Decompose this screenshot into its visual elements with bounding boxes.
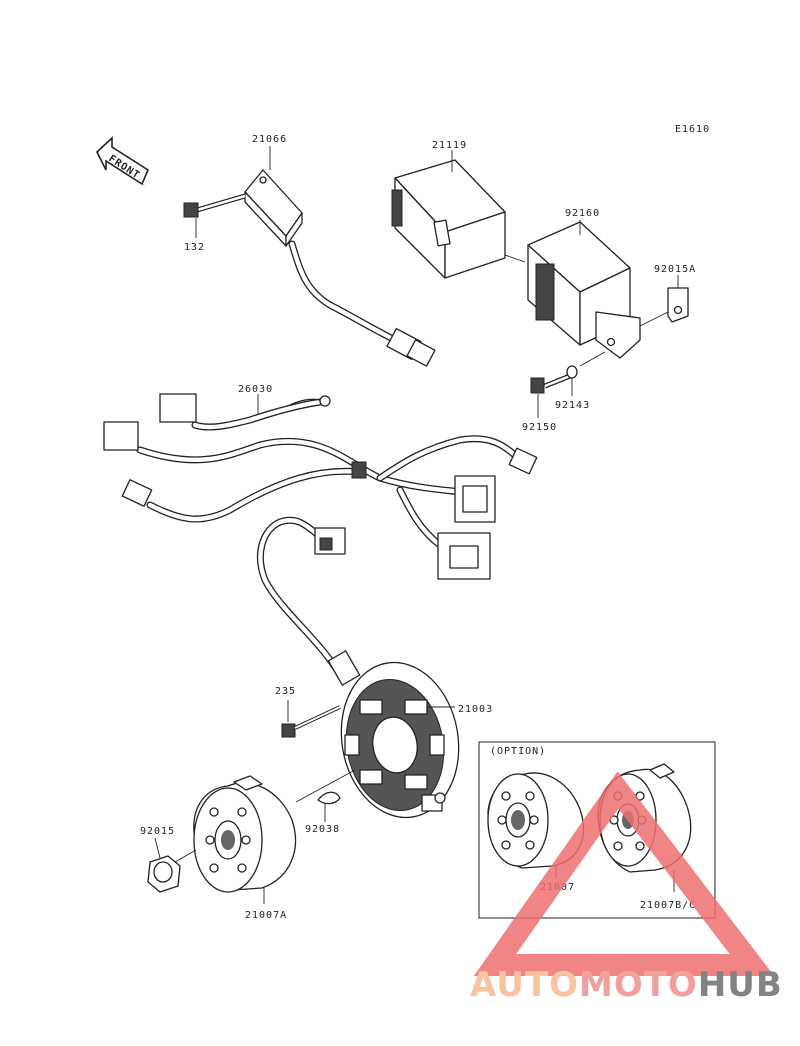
front-arrow-icon: FRONT (96, 136, 150, 186)
label-26030: 26030 (238, 384, 273, 395)
stator-lead-wire (256, 516, 346, 679)
nut-92015 (147, 855, 181, 893)
screw-235 (281, 705, 341, 738)
diagram-code: E1610 (675, 124, 710, 135)
label-21066: 21066 (252, 134, 287, 145)
part-21007-flywheel (487, 772, 584, 869)
label-92038: 92038 (305, 824, 340, 835)
svg-text:AUTOMOTOHUB: AUTOMOTOHUB (470, 965, 783, 1005)
watermark-moto: MOTO (579, 965, 698, 1005)
label-92150: 92150 (522, 422, 557, 433)
option-frame (478, 741, 716, 919)
label-21007bc: 21007B/C (640, 900, 696, 911)
harness-26030 (103, 393, 538, 580)
warning-triangle-icon (473, 771, 775, 976)
label-21003: 21003 (458, 704, 493, 715)
washer-92143 (566, 365, 578, 379)
watermark-auto: AUTO (470, 965, 579, 1005)
option-label: (OPTION) (490, 746, 546, 757)
label-21119: 21119 (432, 140, 467, 151)
leader-92015 (154, 837, 161, 859)
bracket-92015a (667, 287, 689, 323)
bolt-132 (183, 193, 246, 218)
label-92015: 92015 (140, 826, 175, 837)
bolt-92150 (530, 373, 571, 394)
label-235: 235 (275, 686, 296, 697)
label-92015a: 92015A (654, 264, 696, 275)
part-21066-unit (244, 169, 436, 367)
part-21119-box (391, 159, 506, 279)
label-21007a: 21007A (245, 910, 287, 921)
watermark-logo: AUTOMOTOHUB (470, 771, 783, 1005)
label-92160: 92160 (565, 208, 600, 219)
watermark-hub: HUB (698, 965, 783, 1005)
key-92038 (317, 791, 341, 805)
part-21003-stator (327, 650, 460, 819)
label-92143: 92143 (555, 400, 590, 411)
part-21007a-flywheel (193, 775, 297, 893)
label-132: 132 (184, 242, 205, 253)
part-92160-regulator (527, 221, 641, 359)
